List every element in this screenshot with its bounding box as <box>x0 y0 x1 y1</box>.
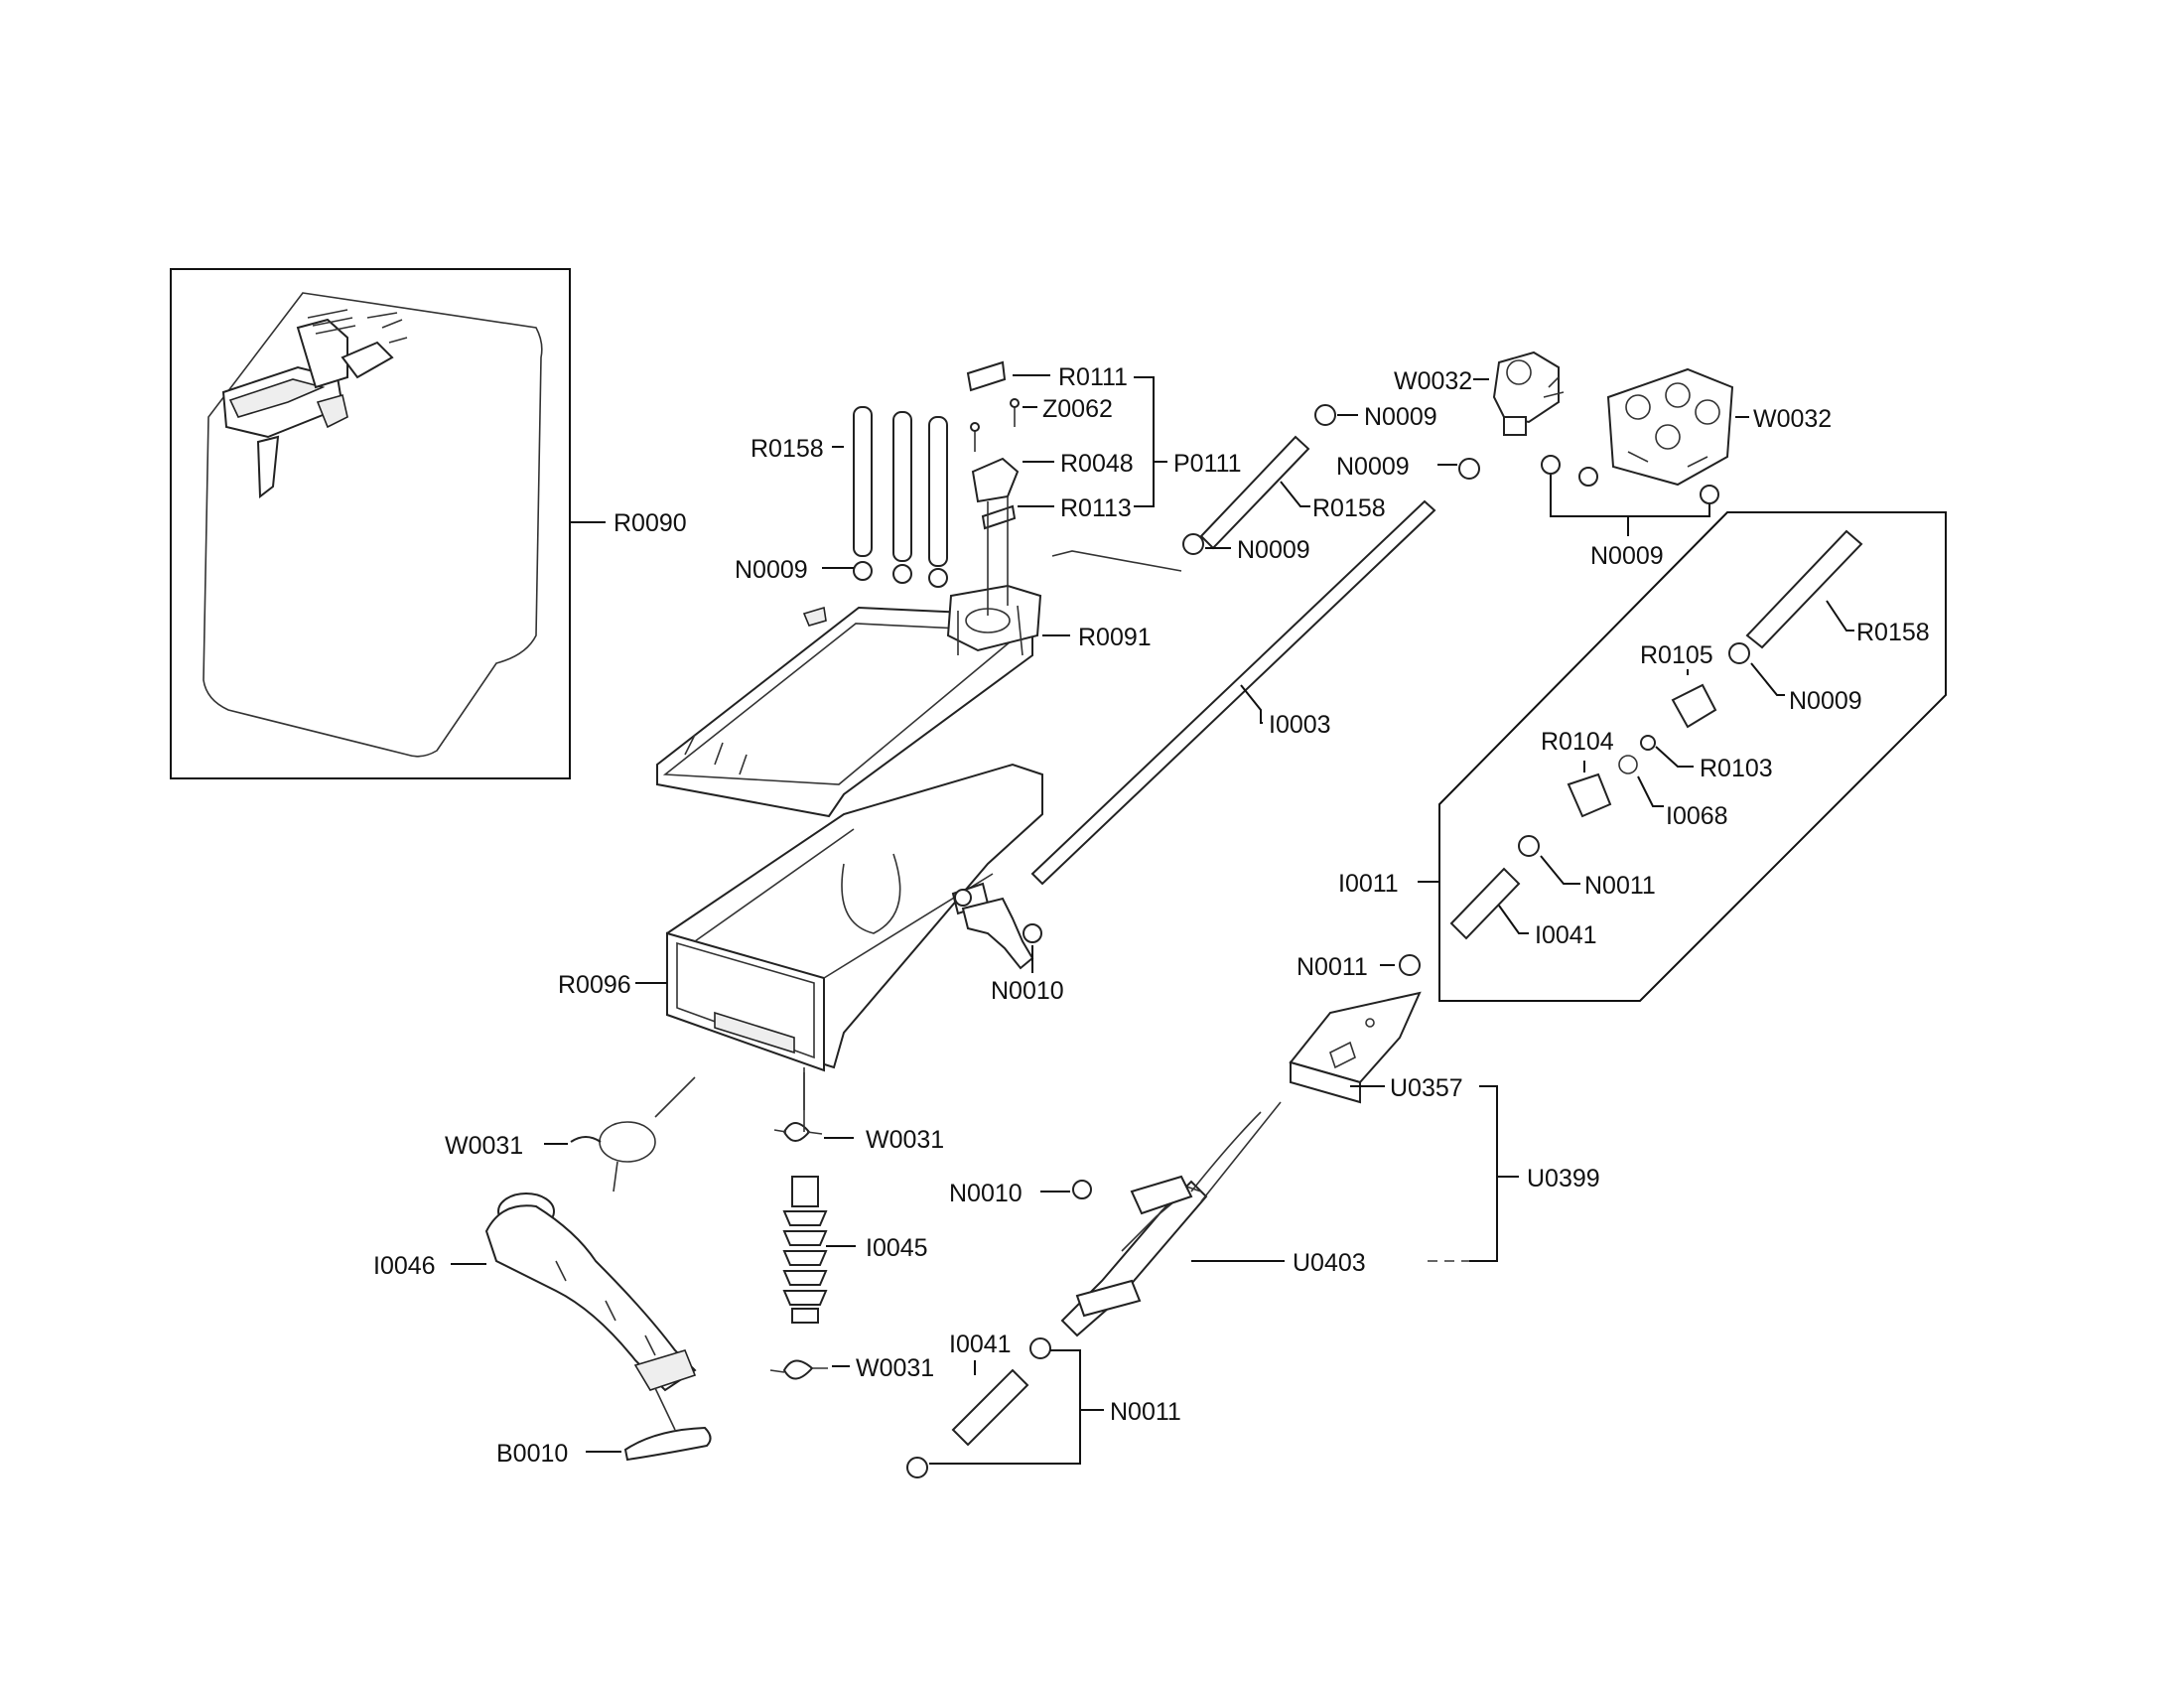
left-hoses <box>853 406 948 588</box>
callout-i0046: I0046 <box>373 1252 436 1280</box>
callout-w0032-left: W0032 <box>1394 367 1472 395</box>
callout-n0011-bottom: N0011 <box>1110 1398 1181 1426</box>
callout-i0041-bottom: I0041 <box>949 1331 1012 1358</box>
callout-n0009-mid-top: N0009 <box>1364 403 1437 431</box>
callout-w0031-center-bottom: W0031 <box>856 1354 934 1382</box>
bellows-i0045 <box>782 1176 828 1324</box>
bracket-u0357 <box>1289 991 1422 1104</box>
callout-i0041-right: I0041 <box>1535 921 1597 949</box>
u0399-bracket <box>1469 1085 1498 1262</box>
callout-r0091: R0091 <box>1078 624 1152 651</box>
callout-u0357: U0357 <box>1390 1074 1463 1102</box>
callout-r0111: R0111 <box>1058 363 1128 391</box>
callout-p0111: P0111 <box>1173 450 1242 478</box>
callout-r0096: R0096 <box>558 971 631 999</box>
callout-u0399: U0399 <box>1527 1165 1600 1193</box>
spring-clip-center-top <box>773 1122 823 1142</box>
callout-n0009-valves: N0009 <box>1590 542 1664 570</box>
callout-n0010-top: N0010 <box>991 977 1064 1005</box>
callout-i0003: I0003 <box>1269 711 1331 739</box>
callout-r0104: R0104 <box>1541 728 1614 756</box>
assembly-inset <box>170 268 571 779</box>
callout-r0113: R0113 <box>1060 494 1132 522</box>
callout-w0031-left: W0031 <box>445 1132 523 1160</box>
callout-n0009-left: N0009 <box>735 556 808 584</box>
valve-small-parts <box>966 360 1020 616</box>
gasket-b0010 <box>623 1387 712 1462</box>
callout-w0031-center-top: W0031 <box>866 1126 944 1154</box>
callout-i0011: I0011 <box>1338 870 1399 898</box>
n0011-bracket <box>929 1349 1081 1465</box>
callout-i0068: I0068 <box>1666 802 1728 830</box>
spring-clip-left <box>570 1121 656 1193</box>
callout-r0158-left: R0158 <box>751 435 824 463</box>
callout-r0158-mid: R0158 <box>1312 494 1386 522</box>
callout-n0009-mid: N0009 <box>1237 536 1310 564</box>
drain-hose-i0046 <box>484 1193 697 1392</box>
callout-b0010: B0010 <box>496 1440 568 1468</box>
callout-n0010-harness: N0010 <box>949 1180 1023 1207</box>
callout-r0090: R0090 <box>614 509 687 537</box>
p0111-bracket <box>1134 376 1167 507</box>
water-valve-multi <box>1541 367 1734 504</box>
callout-r0048: R0048 <box>1060 450 1134 478</box>
callout-n0009-valve: N0009 <box>1336 453 1410 481</box>
long-pipe <box>1030 499 1436 886</box>
wiring-harness-u0403 <box>1060 1101 1282 1337</box>
spring-clip-center-bottom <box>769 1359 828 1380</box>
callout-n0009-right: N0009 <box>1789 687 1862 715</box>
middle-hose <box>1182 404 1480 555</box>
housing-elbow <box>961 897 1042 970</box>
callout-u0403: U0403 <box>1293 1249 1366 1277</box>
i0011-kit-outline <box>1438 511 1947 1002</box>
callout-n0011-right: N0011 <box>1584 872 1656 900</box>
callout-w0032-right: W0032 <box>1753 405 1832 433</box>
callout-z0062: Z0062 <box>1042 395 1113 423</box>
dispenser-cover <box>656 584 1042 818</box>
bottom-hose <box>906 1337 1051 1478</box>
callout-n0011-mid: N0011 <box>1297 953 1368 981</box>
callout-r0103: R0103 <box>1700 755 1773 782</box>
right-hose-kit <box>1449 529 1863 940</box>
water-valve-single <box>1492 351 1565 436</box>
callout-r0158-right: R0158 <box>1856 619 1930 646</box>
callout-i0045: I0045 <box>866 1234 928 1262</box>
callout-r0105: R0105 <box>1640 641 1713 669</box>
